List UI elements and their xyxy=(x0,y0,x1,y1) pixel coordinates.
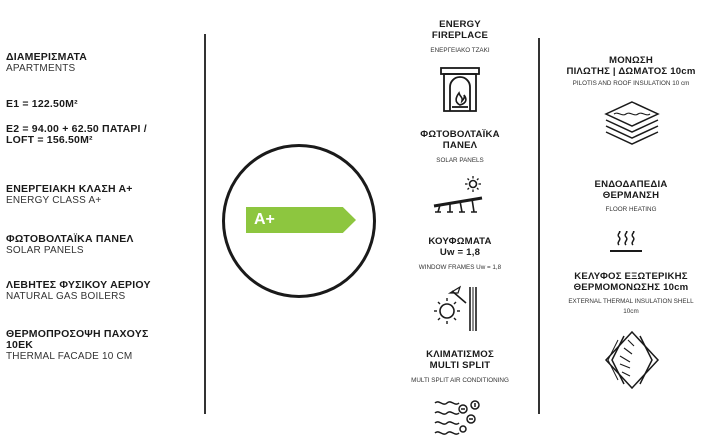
center-solar-title-line1: ΦΩΤΟΒΟΛΤΑΪΚΑ xyxy=(420,129,500,140)
windows-title-line2: Uw = 1,8 xyxy=(439,246,481,258)
air-conditioning-icon xyxy=(433,397,483,441)
solar-subtitle: SOLAR PANELS xyxy=(6,245,84,256)
boilers-title: ΛΕΒΗΤΕΣ ΦΥΣΙΚΟΥ ΑΕΡΙΟΥ xyxy=(6,279,151,291)
insulation-layers-icon xyxy=(602,100,662,146)
apartments-subtitle: APARTMENTS xyxy=(6,63,76,74)
boilers-block: ΛΕΒΗΤΕΣ ΦΥΣΙΚΟΥ ΑΕΡΙΟΥ NATURAL GAS BOILE… xyxy=(6,279,151,303)
fireplace-title-line2: FIREPLACE xyxy=(431,29,489,41)
e1-area: E1 = 122.50M² xyxy=(6,98,78,110)
fireplace-block: ENERGY FIREPLACE ΕΝΕΡΓΕΙΑΚΟ ΤΖΑΚΙ xyxy=(380,19,540,55)
shell-title-line2: ΘΕΡΜΟΜΟΝΩΣΗΣ 10cm xyxy=(573,281,689,293)
energy-class-title: ΕΝΕΡΓΕΙΑΚΗ ΚΛΑΣΗ Α+ xyxy=(6,183,133,195)
heating-title-line2: ΘΕΡΜΑΝΣΗ xyxy=(602,189,660,201)
fireplace-title-line1: ENERGY xyxy=(439,19,481,30)
shell-block: ΚΕΛΥΦΟΣ ΕΞΩΤΕΡΙΚΗΣ ΘΕΡΜΟΜΟΝΩΣΗΣ 10cm EXT… xyxy=(546,271,716,316)
floor-heating-icon xyxy=(609,231,643,255)
energy-class-circle xyxy=(222,144,376,298)
right-divider xyxy=(538,38,540,414)
apartments-block: ΔΙΑΜΕΡΙΣΜΑΤΑ APARTMENTS xyxy=(6,51,88,75)
energy-class-block: ΕΝΕΡΓΕΙΑΚΗ ΚΛΑΣΗ Α+ ENERGY CLASS A+ xyxy=(6,183,133,207)
energy-class-badge: A+ xyxy=(246,207,356,233)
ac-title-line1: ΚΛΙΜΑΤΙΣΜΟΣ xyxy=(426,349,494,360)
center-solar-title-line2: ΠΑΝΕΛ xyxy=(442,139,478,151)
shell-title-line1: ΚΕΛΥΦΟΣ ΕΞΩΤΕΡΙΚΗΣ xyxy=(574,271,688,282)
fireplace-subtitle: ΕΝΕΡΓΕΙΑΚΟ ΤΖΑΚΙ xyxy=(430,47,490,54)
heating-block: ΕΝΔΟΔΑΠΕΔΙΑ ΘΕΡΜΑΝΣΗ FLOOR HEATING xyxy=(546,179,716,214)
left-divider xyxy=(204,34,206,414)
insulation-shell-icon xyxy=(604,330,660,390)
facade-subtitle: THERMAL FACADE 10 CM xyxy=(6,351,133,362)
heating-title-line1: ΕΝΔΟΔΑΠΕΔΙΑ xyxy=(594,179,668,190)
ac-title-line2: MULTI SPLIT xyxy=(429,359,491,371)
energy-class-subtitle: ENERGY CLASS A+ xyxy=(6,195,102,206)
insulation-subtitle: PILOTIS AND ROOF INSULATION 10 cm xyxy=(572,80,690,87)
shell-subtitle-line1: EXTERNAL THERMAL INSULATION SHELL xyxy=(568,298,694,305)
heating-subtitle: FLOOR HEATING xyxy=(605,206,657,213)
insulation-title-line1: ΜΟΝΩΣΗ xyxy=(609,55,653,66)
e2-area: E2 = 94.00 + 62.50 ΠΑΤΑΡΙ / LOFT = 156.5… xyxy=(6,124,147,146)
fireplace-icon xyxy=(440,67,480,113)
solar-title: ΦΩΤΟΒΟΛΤΑΪΚΑ ΠΑΝΕΛ xyxy=(6,233,134,245)
facade-title-line1: ΘΕΡΜΟΠΡΟΣΟΨΗ ΠΑΧΟΥΣ xyxy=(6,328,149,340)
facade-title-line2: 10ΕΚ xyxy=(6,339,34,351)
solar-block: ΦΩΤΟΒΟΛΤΑΪΚΑ ΠΑΝΕΛ SOLAR PANELS xyxy=(6,233,134,257)
insulation-block: ΜΟΝΩΣΗ ΠΙΛΩΤΗΣ | ΔΩΜΑΤΟΣ 10cm PILOTIS AN… xyxy=(546,55,716,88)
solar-panel-icon xyxy=(432,176,488,220)
center-solar-subtitle: SOLAR PANELS xyxy=(436,157,484,164)
ac-subtitle: MULTI SPLIT AIR CONDITIONING xyxy=(411,377,509,384)
e2-area-line1: E2 = 94.00 + 62.50 ΠΑΤΑΡΙ / xyxy=(6,123,147,135)
apartments-title: ΔΙΑΜΕΡΙΣΜΑΤΑ xyxy=(6,51,88,63)
shell-subtitle-line2: 10cm xyxy=(623,308,639,315)
window-frame-icon xyxy=(432,285,484,333)
ac-block: ΚΛΙΜΑΤΙΣΜΟΣ MULTI SPLIT MULTI SPLIT AIR … xyxy=(380,349,540,385)
e2-area-line2: LOFT = 156.50M² xyxy=(6,134,93,146)
windows-subtitle: WINDOW FRAMES Uw = 1,8 xyxy=(418,264,502,271)
boilers-subtitle: NATURAL GAS BOILERS xyxy=(6,291,126,302)
windows-title-line1: ΚΟΥΦΩΜΑΤΑ xyxy=(428,236,492,247)
facade-block: ΘΕΡΜΟΠΡΟΣΟΨΗ ΠΑΧΟΥΣ 10ΕΚ THERMAL FACADE … xyxy=(6,328,149,363)
center-solar-block: ΦΩΤΟΒΟΛΤΑΪΚΑ ΠΑΝΕΛ SOLAR PANELS xyxy=(380,129,540,165)
windows-block: ΚΟΥΦΩΜΑΤΑ Uw = 1,8 WINDOW FRAMES Uw = 1,… xyxy=(380,236,540,272)
energy-class-badge-label: A+ xyxy=(254,211,275,228)
insulation-title-line2: ΠΙΛΩΤΗΣ | ΔΩΜΑΤΟΣ 10cm xyxy=(566,65,696,77)
